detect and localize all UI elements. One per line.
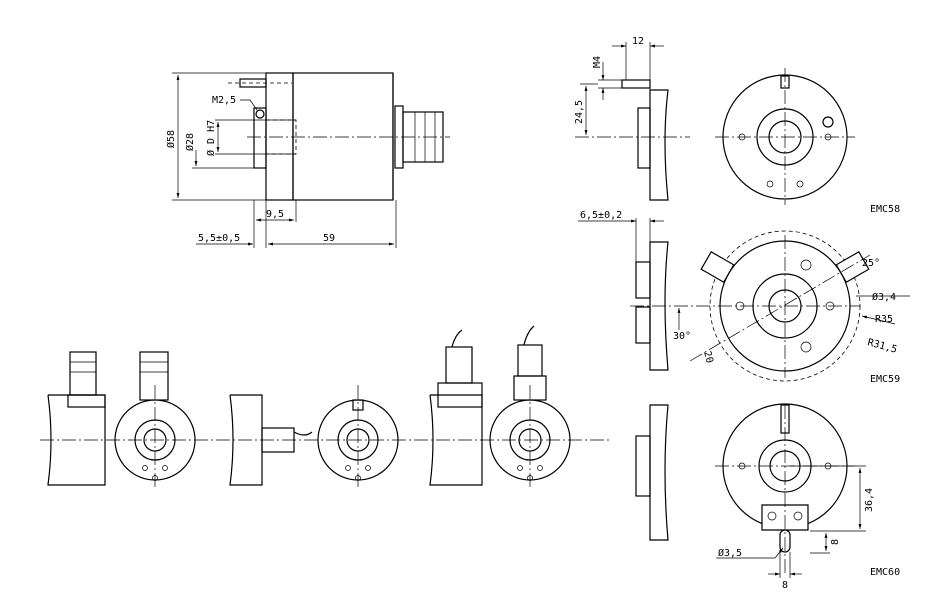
emc59-views: 6,5±0,2 25° Ø3,4 R35 R31,5 30° 20 EMC59 xyxy=(578,210,910,385)
dim-d58: Ø58 xyxy=(165,130,177,148)
dim-d28: Ø28 xyxy=(184,133,196,151)
emc60-views: 36,4 8 Ø3,5 8 EMC60 xyxy=(635,403,900,591)
title-emc60: EMC60 xyxy=(870,567,900,578)
dim-m4: M4 xyxy=(592,56,603,68)
dim-r35: R35 xyxy=(875,314,893,325)
dim-r31-5: R31,5 xyxy=(866,337,898,355)
title-emc58: EMC58 xyxy=(870,204,900,215)
dim-30deg: 30° xyxy=(673,331,691,342)
connector-variants-row xyxy=(40,325,610,490)
dim-dh7: Ø D H7 xyxy=(205,120,217,156)
dim-d3-5: Ø3,5 xyxy=(718,547,742,559)
dim-6-5: 6,5±0,2 xyxy=(580,210,622,221)
dim-12: 12 xyxy=(632,36,644,47)
dim-8-horizontal: 8 xyxy=(782,580,788,591)
dim-5-5: 5,5±0,5 xyxy=(198,233,240,244)
dim-59: 59 xyxy=(323,233,335,244)
dim-9-5: 9,5 xyxy=(266,209,284,220)
label-m25: M2,5 xyxy=(212,95,236,106)
dim-24-5: 24,5 xyxy=(574,100,585,124)
dim-36-4: 36,4 xyxy=(864,488,875,512)
dim-d3-4: Ø3,4 xyxy=(872,291,896,303)
main-side-view: Ø58 Ø28 Ø D H7 M2,5 9,5 5,5±0,5 59 xyxy=(165,72,450,248)
dim-25deg: 25° xyxy=(862,258,880,269)
m25-screw xyxy=(255,109,265,119)
dim-20: 20 xyxy=(701,350,715,364)
title-emc59: EMC59 xyxy=(870,374,900,385)
emc58-views: 12 M4 24,5 EMC58 xyxy=(574,36,900,215)
dim-8-vertical: 8 xyxy=(830,539,841,545)
